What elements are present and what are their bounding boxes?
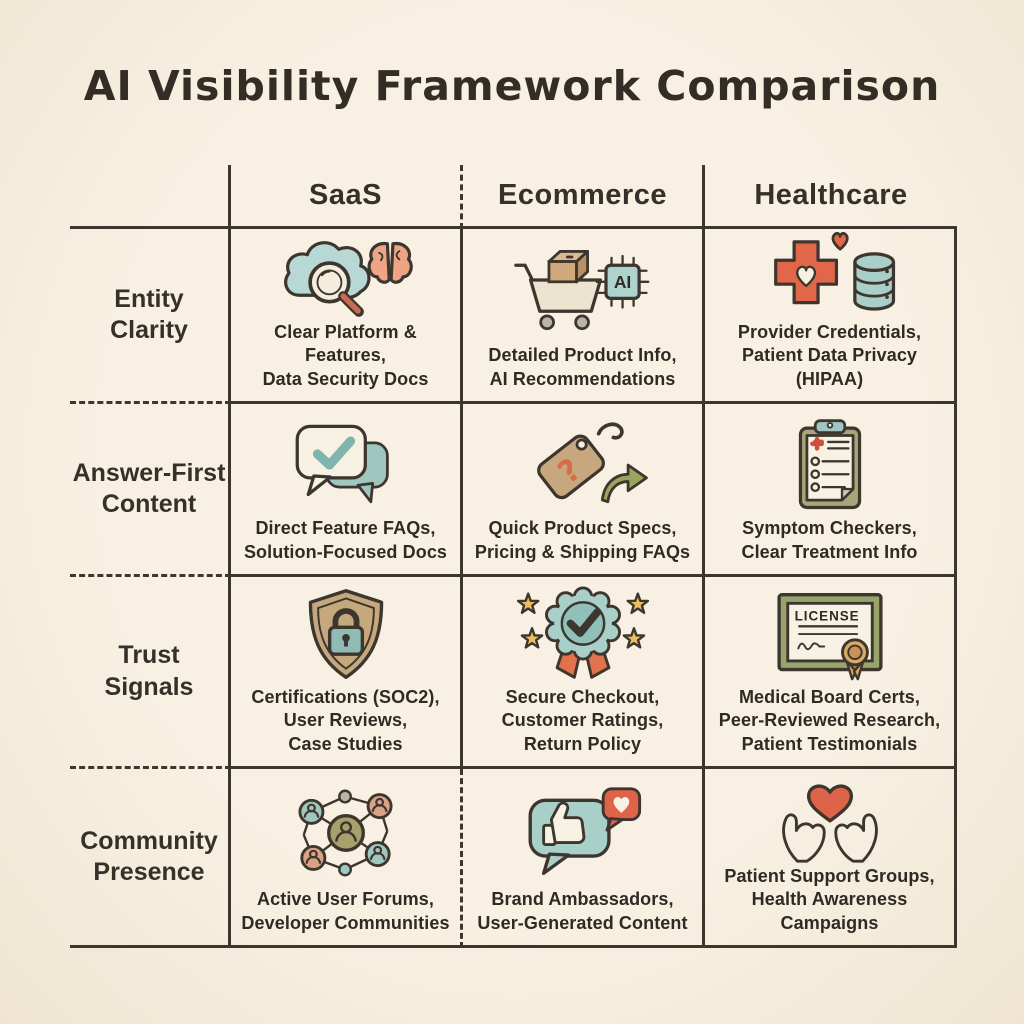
cell-ecommerce-entity-clarity: AI Detailed Product Info, AI Recommendat… [463,229,705,404]
column-header-healthcare: Healthcare [705,165,957,229]
thumbs-up-bubble-heart-icon [465,777,700,888]
row-label-community-presence: Community Presence [70,769,231,948]
shield-padlock-icon [233,585,458,686]
award-badge-check-stars-icon [465,585,700,686]
license-certificate-icon: LICENSE [707,585,952,686]
cell-text: Secure Checkout, Customer Ratings, Retur… [501,686,664,754]
cell-text: Detailed Product Info, AI Recommendation… [488,345,677,389]
row-label-answer-first-content: Answer-First Content [70,404,231,577]
cell-saas-answer-first: Direct Feature FAQs, Solution-Focused Do… [231,404,463,577]
ai-chip-label: AI [613,272,630,292]
cell-text: Provider Credentials, Patient Data Priva… [737,321,922,389]
cell-healthcare-entity-clarity: Provider Credentials, Patient Data Priva… [705,229,957,404]
cell-text: Active User Forums, Developer Communitie… [241,889,450,933]
hands-holding-heart-icon [707,769,952,865]
price-tag-question-arrow-icon: ? [465,412,700,517]
column-header-saas: SaaS [231,165,463,229]
chat-bubbles-check-icon [233,412,458,517]
row-label-entity-clarity: Entity Clarity [70,229,231,404]
user-network-icon [233,777,458,888]
cell-text: Medical Board Certs, Peer-Reviewed Resea… [718,686,941,754]
cell-ecommerce-community: Brand Ambassadors, User-Generated Conten… [463,769,705,948]
medical-cross-heart-database-icon [707,229,952,321]
cell-text: Quick Product Specs, Pricing & Shipping … [474,518,691,562]
cell-text: Certifications (SOC2), User Reviews, Cas… [251,686,440,754]
row-label-trust-signals: Trust Signals [70,577,231,769]
cell-text: Clear Platform & Features, Data Security… [262,321,429,389]
column-header-ecommerce: Ecommerce [463,165,705,229]
cell-saas-trust: Certifications (SOC2), User Reviews, Cas… [231,577,463,769]
page-title: AI Visibility Framework Comparison [83,62,941,110]
cell-healthcare-community: Patient Support Groups, Health Awareness… [705,769,957,948]
license-label: LICENSE [794,609,859,624]
cell-text: Direct Feature FAQs, Solution-Focused Do… [243,518,448,562]
cart-box-ai-chip-icon: AI [465,237,700,344]
cell-ecommerce-answer-first: ? Quick Product Specs, Pricing & Shippin… [463,404,705,577]
cell-text: Symptom Checkers, Clear Treatment Info [741,518,918,562]
cell-text: Patient Support Groups, Health Awareness… [724,865,935,933]
cell-healthcare-answer-first: Symptom Checkers, Clear Treatment Info [705,404,957,577]
clipboard-medical-checklist-icon [707,412,952,517]
cloud-search-brain-icon [233,229,458,321]
cell-ecommerce-trust: Secure Checkout, Customer Ratings, Retur… [463,577,705,769]
cell-text: Brand Ambassadors, User-Generated Conten… [477,889,688,933]
cell-healthcare-trust: LICENSE Medical Board Certs, Peer-Review… [705,577,957,769]
cell-saas-entity-clarity: Clear Platform & Features, Data Security… [231,229,463,404]
comparison-table: SaaS Ecommerce Healthcare Entity Clarity [70,165,957,948]
table-corner-cell [70,165,231,229]
cell-saas-community: Active User Forums, Developer Communitie… [231,769,463,948]
